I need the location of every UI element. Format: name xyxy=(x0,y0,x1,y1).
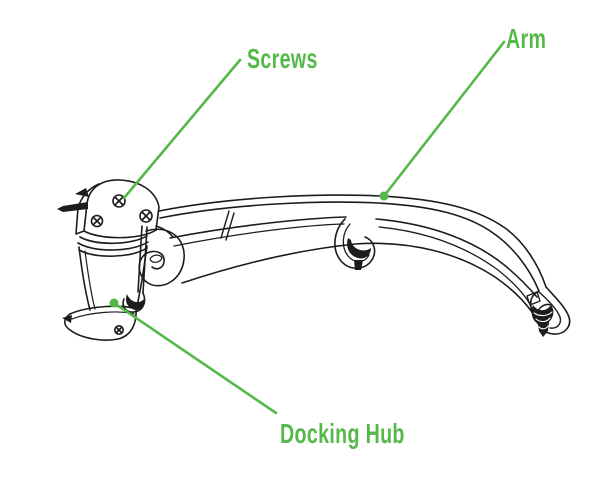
end-hook xyxy=(526,286,571,337)
mid-hook xyxy=(334,218,376,270)
docking-hub-part xyxy=(62,235,149,341)
hub-screw xyxy=(114,324,125,335)
arm-strut xyxy=(122,225,148,313)
screws-leader-line xyxy=(122,58,242,200)
protruding-screw xyxy=(57,202,88,212)
top-screw-tip xyxy=(75,188,89,197)
screws-label: Screws xyxy=(247,43,318,74)
docking-hub-label: Docking Hub xyxy=(280,418,405,449)
callout-leaders xyxy=(109,40,506,415)
mount-plate xyxy=(57,179,160,239)
docking-hub-leader-dot xyxy=(109,298,119,308)
arm-part xyxy=(122,194,571,337)
plate-screw-left xyxy=(90,214,104,228)
arm-label: Arm xyxy=(506,23,547,54)
plate-screw-top xyxy=(112,194,126,208)
arm-leader-dot xyxy=(379,191,389,201)
plate-screw-right xyxy=(139,209,153,223)
docking-hub-leader-line xyxy=(112,301,278,415)
arm-leader-line xyxy=(382,40,506,198)
